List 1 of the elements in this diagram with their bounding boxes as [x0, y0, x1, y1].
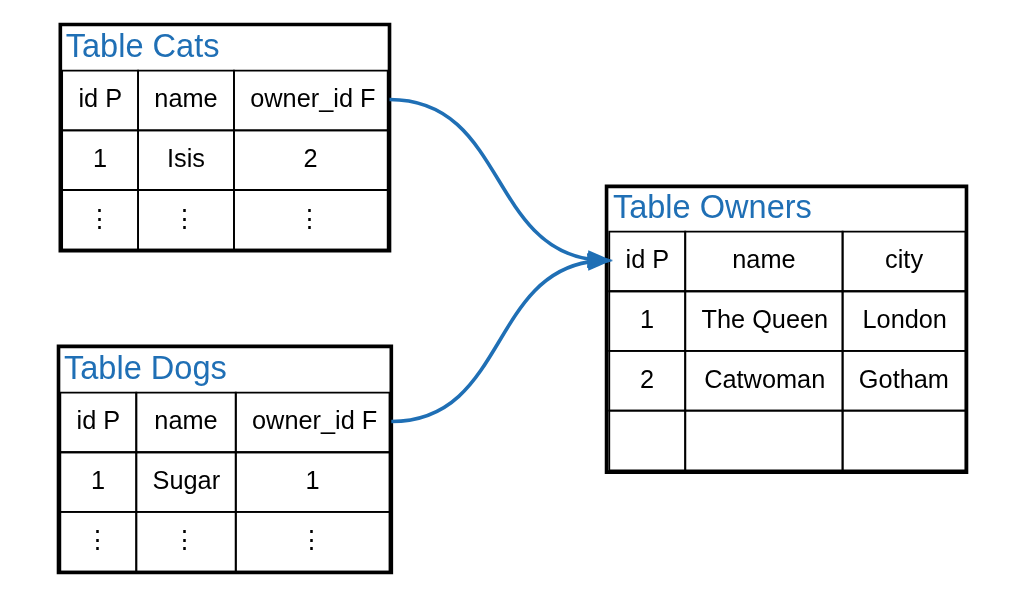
arrow: [391, 253, 613, 424]
